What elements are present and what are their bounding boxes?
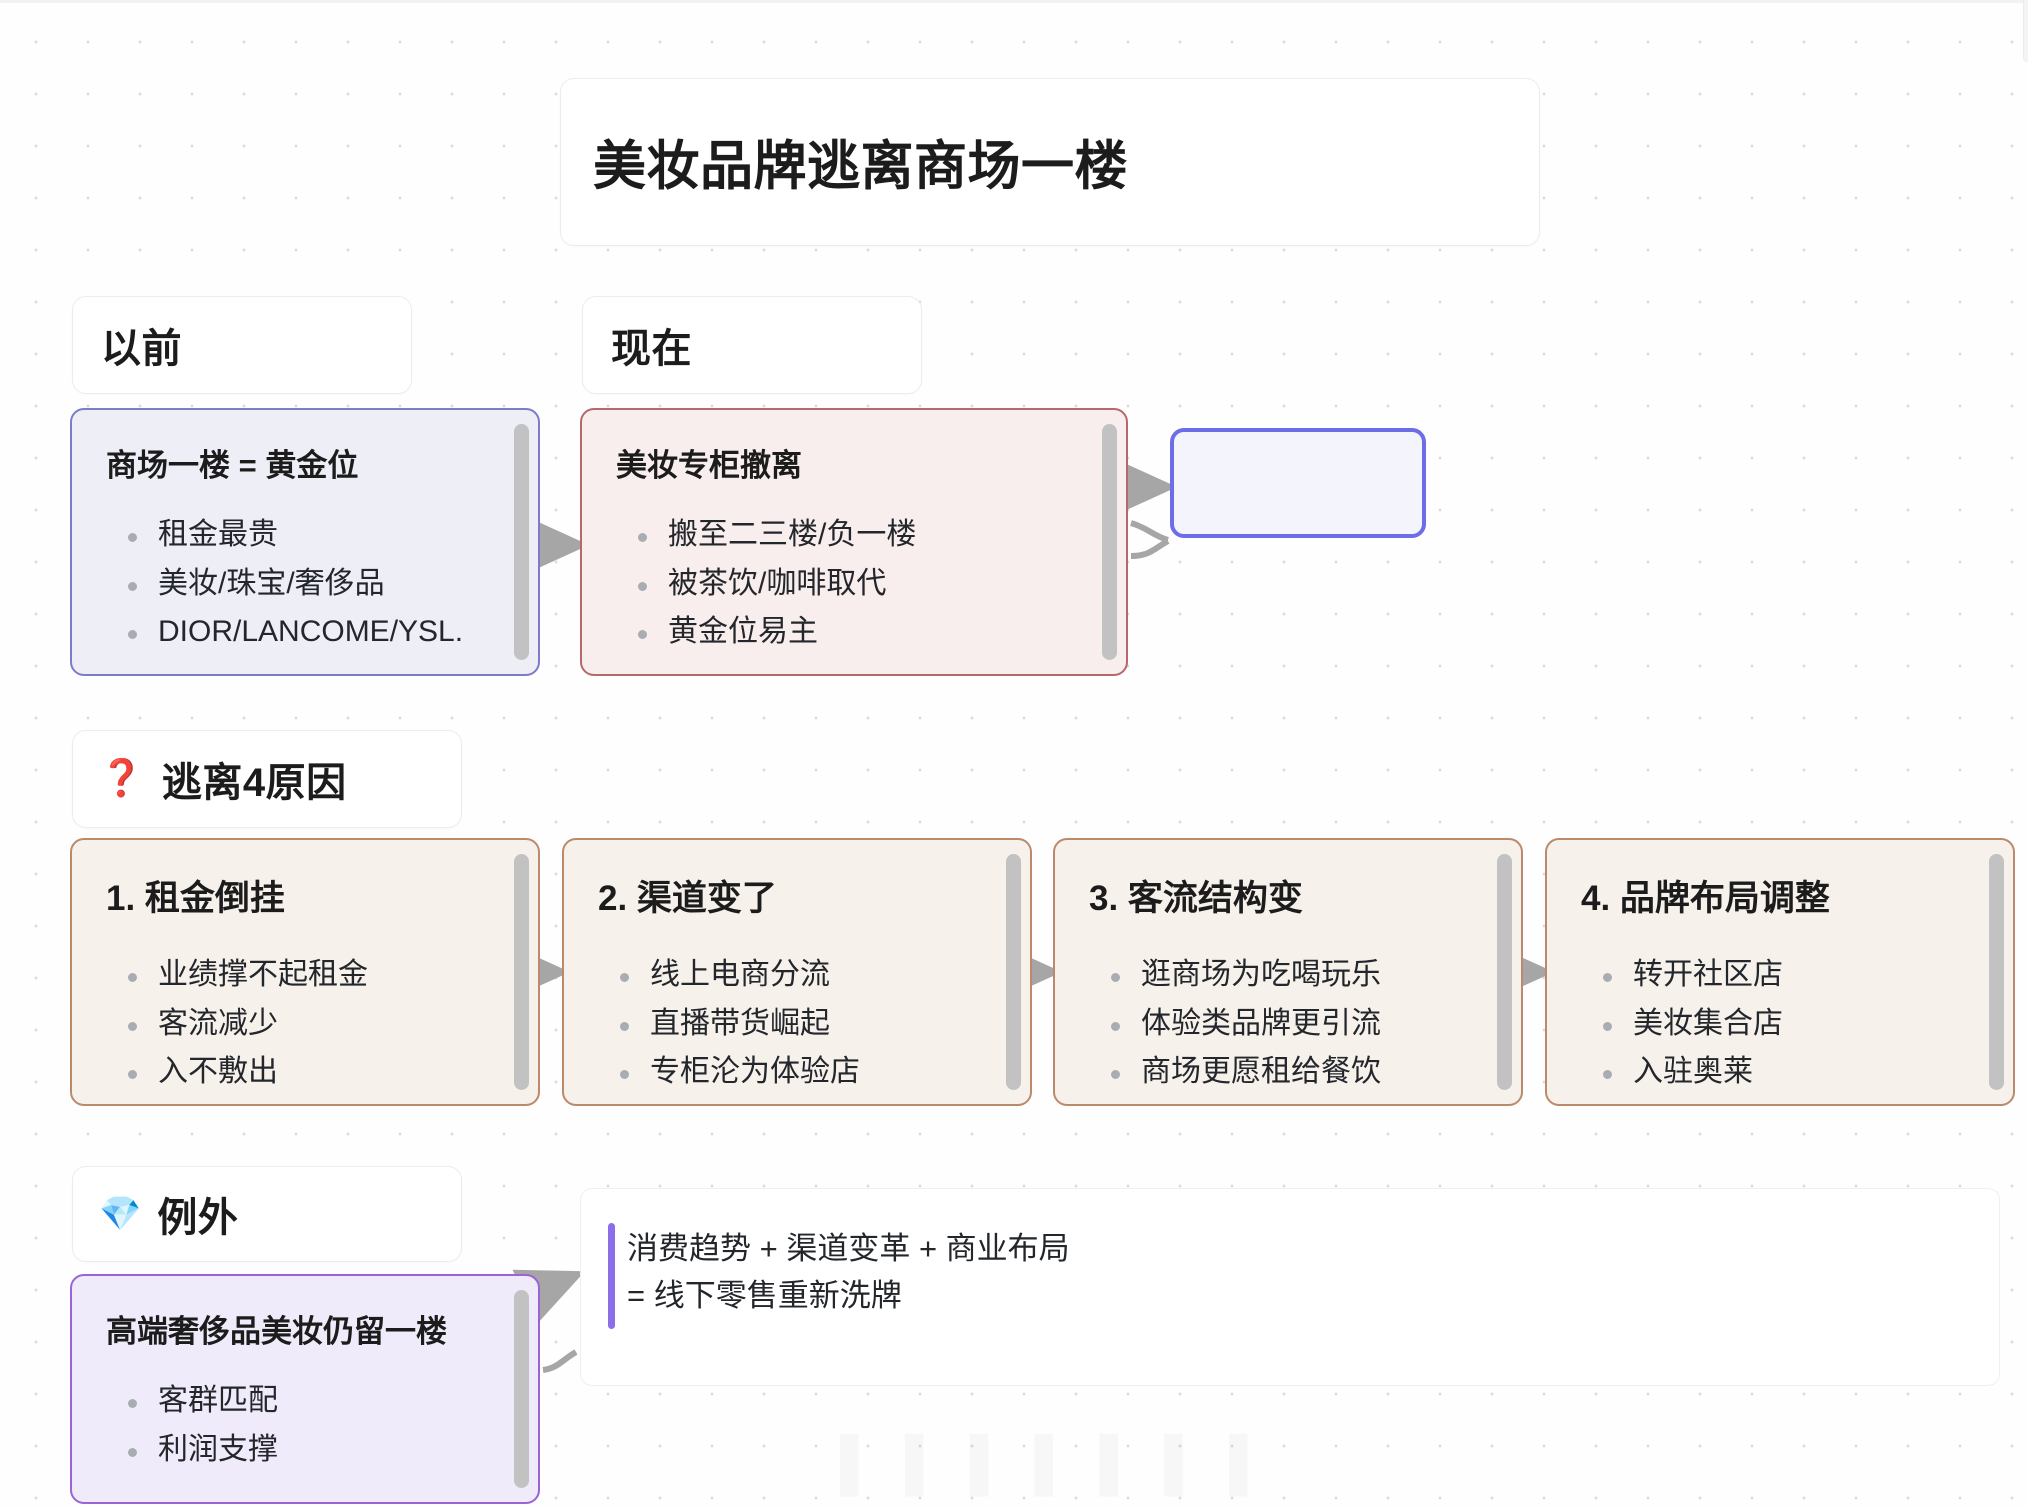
card-exception-bullets: 客群匹配 利润支撑 [106,1377,504,1474]
card-now-bullets: 搬至二三楼/负一楼 被茶饮/咖啡取代 黄金位易主 [616,511,1092,657]
card-reason-2-scrollbar[interactable] [1006,854,1021,1090]
section-label-exception-text: 例外 [157,1196,239,1240]
gem-icon: 💎 [99,1194,142,1234]
section-label-now[interactable]: 现在 [582,296,922,394]
list-item: 入驻奥莱 [1581,1048,1979,1097]
card-reason-2-title: 2. 渠道变了 [598,879,777,918]
list-item: 体验类品牌更引流 [1089,1000,1487,1049]
list-item: 逛商场为吃喝玩乐 [1089,951,1487,1000]
card-exception[interactable]: 高端奢侈品美妆仍留一楼 客群匹配 利润支撑 [70,1274,540,1504]
canvas-right-edge [2023,0,2028,62]
card-exception-title: 高端奢侈品美妆仍留一楼 [106,1314,447,1349]
list-item: 商场更愿租给餐饮 [1089,1048,1487,1097]
card-now-title: 美妆专柜撤离 [616,448,802,483]
card-reason-3-bullets: 逛商场为吃喝玩乐 体验类品牌更引流 商场更愿租给餐饮 [1089,951,1487,1097]
card-reason-3-scrollbar[interactable] [1497,854,1512,1090]
card-now-scrollbar[interactable] [1102,424,1117,660]
list-item: 客群匹配 [106,1377,504,1426]
section-label-reasons-text: 逃离4原因 [161,761,347,805]
question-mark-icon: ❓ [99,758,144,799]
conclusion-block[interactable]: 消费趋势 + 渠道变革 + 商业布局 = 线下零售重新洗牌 [580,1188,2000,1386]
canvas-top-edge [0,0,2028,3]
conclusion-line-1: 消费趋势 + 渠道变革 + 商业布局 [627,1231,1070,1266]
list-item: 利润支撑 [106,1426,504,1475]
list-item: 专柜沦为体验店 [598,1048,996,1097]
list-item: 被茶饮/咖啡取代 [616,560,1092,609]
card-before-bullets: 租金最贵 美妆/珠宝/奢侈品 DIOR/LANCOME/YSL. [106,511,504,657]
section-label-before[interactable]: 以前 [72,296,412,394]
connector-exception-to-conclusion [512,1269,586,1325]
card-reason-1-bullets: 业绩撑不起租金 客流减少 入不敷出 [106,951,504,1097]
section-label-now-text: 现在 [611,327,692,371]
watermark: ▌▌ ▌▌ ▌▌ ▌ [840,1435,1272,1493]
list-item: 转开社区店 [1581,951,1979,1000]
list-item: 直播带货崛起 [598,1000,996,1049]
list-item: 美妆/珠宝/奢侈品 [106,560,504,609]
card-reason-1-scrollbar[interactable] [514,854,529,1090]
card-reason-4-scrollbar[interactable] [1989,854,2004,1090]
list-item: 搬至二三楼/负一楼 [616,511,1092,560]
list-item: 入不敷出 [106,1048,504,1097]
card-reason-3-title: 3. 客流结构变 [1089,879,1303,918]
section-label-reasons[interactable]: ❓ 逃离4原因 [72,730,462,828]
card-before[interactable]: 商场一楼 = 黄金位 租金最贵 美妆/珠宝/奢侈品 DIOR/LANCOME/Y… [70,408,540,676]
list-item: 租金最贵 [106,511,504,560]
card-reason-2[interactable]: 2. 渠道变了 线上电商分流 直播带货崛起 专柜沦为体验店 [562,838,1032,1106]
connector-now-to-empty-tertiary [1130,538,1170,559]
list-item: 美妆集合店 [1581,1000,1979,1049]
page-title[interactable]: 美妆品牌逃离商场一楼 [560,78,1540,246]
card-empty-placeholder[interactable] [1170,428,1426,538]
card-reason-3[interactable]: 3. 客流结构变 逛商场为吃喝玩乐 体验类品牌更引流 商场更愿租给餐饮 [1053,838,1523,1106]
card-now[interactable]: 美妆专柜撤离 搬至二三楼/负一楼 被茶饮/咖啡取代 黄金位易主 [580,408,1128,676]
list-item: DIOR/LANCOME/YSL. [106,608,504,657]
connector-now-to-empty-secondary [1130,520,1169,543]
list-item: 黄金位易主 [616,608,1092,657]
connector-exception-to-conclusion-secondary [542,1349,578,1373]
list-item: 业绩撑不起租金 [106,951,504,1000]
section-label-exception[interactable]: 💎 例外 [72,1166,462,1262]
card-reason-4-title: 4. 品牌布局调整 [1581,879,1830,918]
conclusion-line-2: = 线下零售重新洗牌 [627,1278,902,1314]
card-reason-1-title: 1. 租金倒挂 [106,879,285,918]
list-item: 客流减少 [106,1000,504,1049]
conclusion-accent-bar [608,1223,615,1329]
list-item: 线上电商分流 [598,951,996,1000]
card-before-scrollbar[interactable] [514,424,529,660]
card-reason-1[interactable]: 1. 租金倒挂 业绩撑不起租金 客流减少 入不敷出 [70,838,540,1106]
card-reason-4-bullets: 转开社区店 美妆集合店 入驻奥莱 [1581,951,1979,1097]
section-label-before-text: 以前 [101,327,182,371]
page-title-text: 美妆品牌逃离商场一楼 [593,137,1128,196]
card-before-title: 商场一楼 = 黄金位 [106,448,359,483]
card-reason-4[interactable]: 4. 品牌布局调整 转开社区店 美妆集合店 入驻奥莱 [1545,838,2015,1106]
card-exception-scrollbar[interactable] [514,1290,529,1488]
card-reason-2-bullets: 线上电商分流 直播带货崛起 专柜沦为体验店 [598,951,996,1097]
